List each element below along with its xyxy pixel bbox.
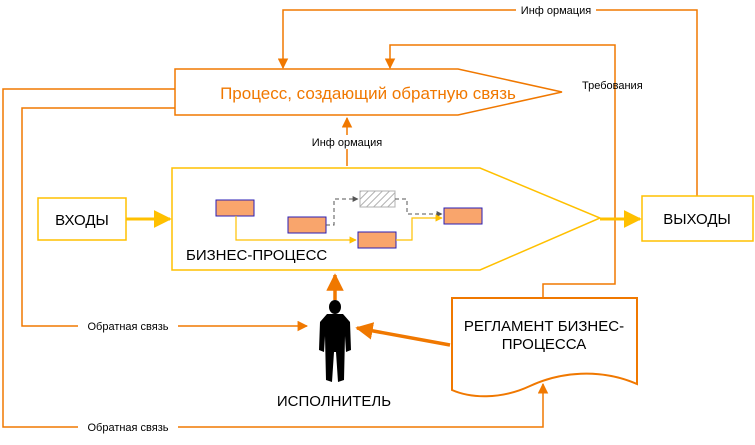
inputs-label: ВХОДЫ bbox=[55, 212, 109, 229]
info-top-label-bg bbox=[516, 3, 596, 17]
regulation-document-shape bbox=[451, 297, 638, 398]
feedback-label-2-bg bbox=[78, 420, 178, 434]
info-mid-label-bg bbox=[305, 135, 389, 149]
requirements-line bbox=[384, 44, 616, 298]
process-step-1 bbox=[215, 199, 255, 217]
connector-1-4 bbox=[235, 216, 357, 244]
business-process-shape bbox=[171, 167, 602, 271]
connector-3-5 bbox=[395, 198, 443, 217]
process-step-2 bbox=[287, 216, 327, 234]
connector-4-5 bbox=[396, 214, 443, 241]
executor-label: ИСПОЛНИТЕЛЬ bbox=[277, 393, 391, 410]
process-step-3-dashed bbox=[359, 190, 396, 208]
inputs-box bbox=[37, 197, 127, 241]
connector-2-3 bbox=[326, 196, 359, 226]
regulation-label-line2: ПРОЦЕССА bbox=[502, 336, 587, 353]
feedback-process-title: Процесс, создающий обратную связь bbox=[220, 84, 516, 103]
regulation-label-line1: РЕГЛАМЕНТ БИЗНЕС- bbox=[464, 318, 624, 335]
feedback-line-outer bbox=[2, 88, 549, 428]
info-top-label: Инф ормация bbox=[521, 5, 591, 17]
process-step-4 bbox=[357, 231, 397, 249]
outputs-label: ВЫХОДЫ bbox=[663, 211, 731, 228]
process-step-5 bbox=[443, 207, 483, 225]
business-process-label: БИЗНЕС-ПРОЦЕСС bbox=[186, 247, 327, 264]
feedback-label-1: Обратная связь bbox=[87, 321, 168, 333]
info-mid-label: Инф ормация bbox=[312, 137, 382, 149]
feedback-label-2: Обратная связь bbox=[87, 422, 168, 434]
feedback-label-1-bg bbox=[78, 319, 178, 333]
person-silhouette-icon bbox=[319, 300, 351, 382]
info-loop-top-line bbox=[277, 9, 698, 210]
outputs-box bbox=[641, 195, 754, 242]
regulation-to-executor-arrow bbox=[355, 322, 451, 347]
requirements-label: Требования bbox=[582, 80, 643, 92]
